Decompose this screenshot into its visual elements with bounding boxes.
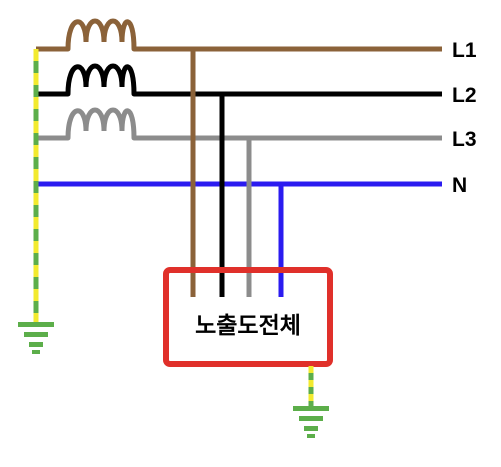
earth-ground-icon <box>18 322 54 354</box>
label-L2: L2 <box>452 84 477 107</box>
label-L3: L3 <box>452 128 477 151</box>
equipment-label: 노출도전체 <box>195 313 301 339</box>
label-N: N <box>452 174 467 197</box>
label-L1: L1 <box>452 39 477 62</box>
transformer-coil-icon <box>65 18 137 141</box>
earth-ground-icon <box>293 406 329 438</box>
equipment-enclosure <box>163 267 333 367</box>
